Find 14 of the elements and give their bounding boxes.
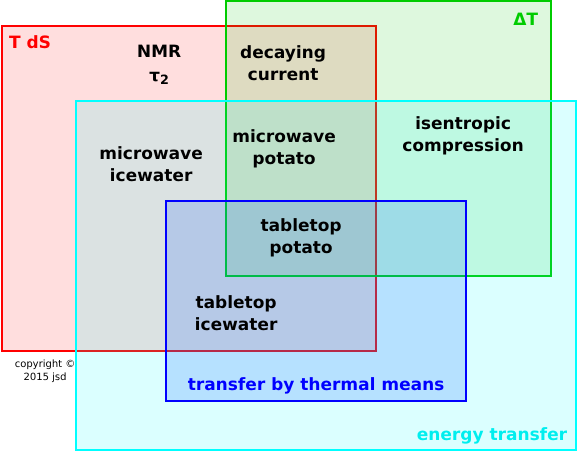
region-label: NMR τ$_{2}$ (136, 41, 182, 88)
set-label: T dS (9, 33, 51, 53)
region-label: microwave icewater (98, 143, 204, 187)
set-label: ΔT (513, 10, 538, 30)
set-label: energy transfer (416, 425, 567, 445)
venn-set-region (165, 200, 467, 402)
region-label: microwave potato (231, 126, 337, 170)
venn-set-region (75, 100, 577, 451)
set-label: transfer by thermal means (186, 375, 446, 395)
region-label: tabletop icewater (194, 292, 278, 336)
region-label: isentropic compression (401, 113, 525, 157)
region-label: tabletop potato (259, 215, 343, 259)
copyright-note: copyright © 2015 jsd (14, 358, 76, 384)
region-label: decaying current (239, 42, 327, 86)
